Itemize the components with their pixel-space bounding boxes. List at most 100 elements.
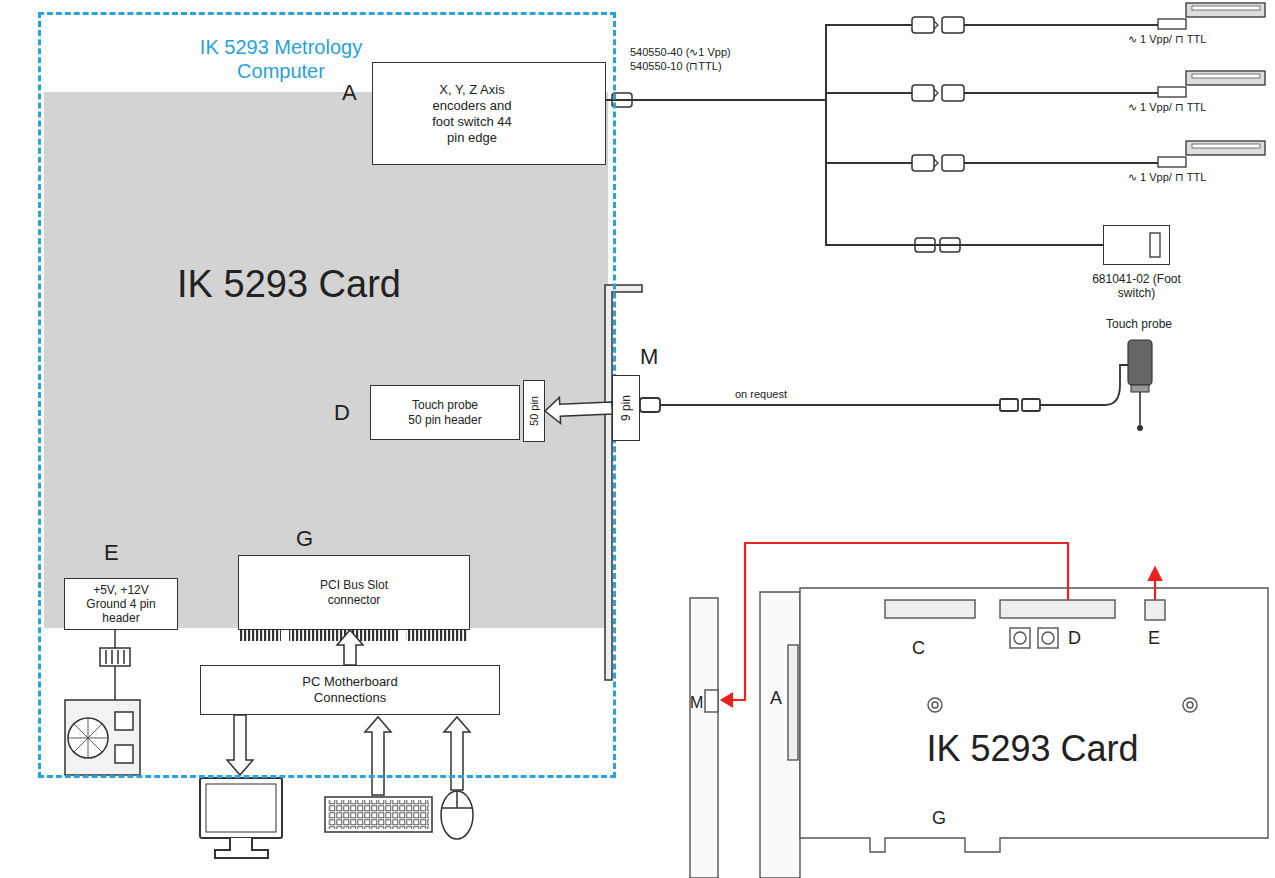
power-plug	[114, 666, 116, 700]
dsub-connector: 9 pin	[612, 375, 640, 441]
inset-card	[788, 645, 798, 760]
io-arrow	[365, 717, 391, 795]
computer-region: IK 5293 Metrology ComputerIK 5293 CardX,…	[38, 12, 616, 778]
box-text: Touch probe 50 pin header	[404, 398, 486, 428]
touch-probe	[1139, 392, 1141, 425]
part-letter: E	[104, 540, 119, 565]
scale-encoder	[912, 71, 1265, 101]
keyboard	[328, 800, 429, 829]
cable-number: 540550-40 (∿1 Vpp)	[630, 46, 731, 59]
inset-card	[690, 588, 1268, 878]
pci-pins	[398, 630, 406, 641]
power-plug	[106, 650, 124, 664]
probe-cable	[1040, 365, 1128, 405]
probe-cable	[1000, 399, 1018, 411]
box-text: +5V, +12V Ground 4 pin header	[83, 583, 159, 625]
signal-type: ∿ 1 Vpp/ ⊓ TTL	[1128, 33, 1206, 46]
ribbon-header: 50 pin	[523, 380, 545, 442]
red-leader	[722, 694, 732, 706]
signal-type: ∿ 1 Vpp/ ⊓ TTL	[1128, 101, 1206, 114]
red-leader	[1154, 578, 1156, 600]
card-board: IK 5293 CardX, Y, Z Axis encoders and fo…	[44, 92, 608, 628]
pin-count: 9 pin	[619, 395, 633, 421]
flow-arrow	[337, 630, 363, 665]
power-plug	[100, 628, 130, 700]
inset-card	[885, 600, 975, 618]
probe-cable	[640, 398, 660, 412]
red-leader	[732, 543, 1068, 700]
pin-count: 50 pin	[528, 396, 540, 426]
encoder-cable	[826, 162, 912, 164]
part-letter: C	[912, 638, 925, 659]
header-box: Touch probe 50 pin header	[370, 385, 520, 440]
scale-encoder	[912, 3, 1265, 33]
red-leader	[722, 543, 1161, 706]
part-letter: D	[1068, 628, 1081, 649]
probe-cable	[640, 365, 1128, 412]
box-text: PCI Bus Slot connector	[314, 578, 394, 608]
inset-card	[1038, 628, 1058, 648]
foot-switch-pedal	[1150, 233, 1160, 257]
part-letter: A	[770, 688, 782, 709]
region-title: IK 5293 Metrology Computer	[191, 35, 371, 83]
mouse	[441, 791, 473, 839]
io-arrow	[227, 715, 253, 775]
inset-card	[928, 698, 942, 712]
inset-card	[760, 592, 800, 878]
power-supply	[65, 700, 140, 775]
red-leader	[1149, 568, 1161, 580]
keyboard	[325, 797, 432, 832]
slot-bracket	[605, 285, 642, 680]
io-arrow	[444, 717, 470, 790]
box-text: X, Y, Z Axis encoders and foot switch 44…	[422, 82, 522, 146]
inset-card	[1010, 628, 1030, 648]
part-letter: A	[342, 80, 357, 105]
touch-probe	[1128, 340, 1152, 385]
monitor	[200, 778, 282, 838]
scale-encoder	[912, 141, 1265, 171]
encoder-cable	[826, 92, 912, 94]
power-plug	[114, 628, 116, 648]
encoder-cable	[826, 25, 912, 100]
pci-slot-box: PCI Bus Slot connector	[238, 555, 470, 630]
motherboard-box: PC Motherboard Connections	[200, 665, 500, 715]
monitor	[200, 778, 282, 858]
power-supply	[115, 745, 133, 763]
foot-switch: 681041-02 (Foot switch)	[1103, 225, 1170, 265]
cable-note: on request	[735, 388, 787, 401]
inset-card	[800, 588, 1268, 852]
part-letter: D	[334, 400, 350, 425]
mouse	[441, 791, 473, 808]
probe-cable	[1022, 399, 1040, 411]
monitor	[206, 784, 276, 832]
power-supply	[68, 718, 108, 758]
part-letter: E	[1148, 628, 1160, 649]
touch-probe	[1128, 340, 1152, 431]
inset-card	[1014, 632, 1026, 644]
foot-switch-pedal	[1150, 233, 1160, 257]
power-plug	[100, 648, 130, 666]
inset-card	[705, 690, 718, 712]
touch-probe	[1131, 385, 1149, 392]
inset-card	[1042, 632, 1054, 644]
pci-pins	[281, 630, 289, 641]
part-name: Touch probe	[1106, 318, 1172, 332]
power-header-box: +5V, +12V Ground 4 pin header	[64, 578, 178, 630]
inset-card	[1187, 702, 1193, 708]
inset-card	[1145, 600, 1165, 620]
inset-card	[1000, 600, 1115, 618]
card-title: IK 5293 Card	[44, 262, 534, 306]
part-letter: M	[690, 694, 703, 712]
power-supply	[65, 700, 140, 775]
inset-card: IK 5293 Card	[800, 590, 1265, 850]
inset-card	[1183, 698, 1197, 712]
cable-number: 540550-10 (⊓TTL)	[630, 60, 722, 73]
part-letter: G	[932, 808, 946, 829]
part-letter: M	[640, 344, 658, 369]
part-letter: G	[296, 526, 313, 551]
scale-encoder	[912, 3, 1265, 171]
card-title: IK 5293 Card	[800, 728, 1265, 770]
cable-line	[606, 100, 1103, 245]
inset-card	[690, 598, 718, 878]
probe-cable	[660, 404, 1000, 406]
